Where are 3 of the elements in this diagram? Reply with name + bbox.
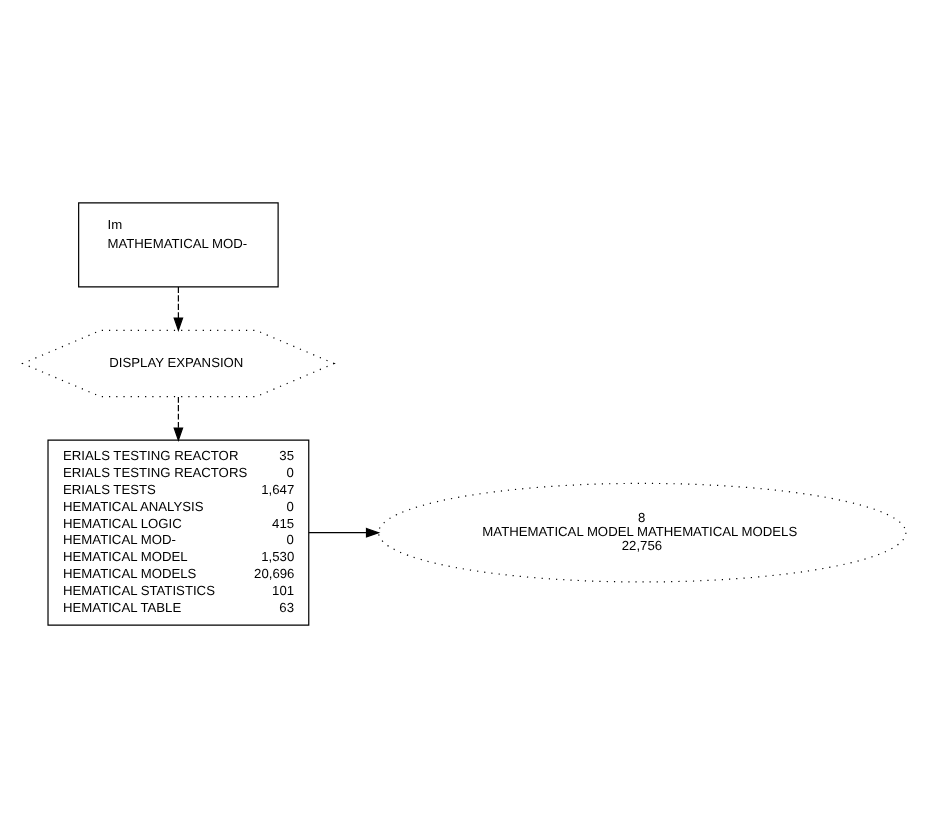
arrow [173, 285, 184, 331]
arrow [173, 395, 184, 441]
arrow [308, 526, 381, 537]
